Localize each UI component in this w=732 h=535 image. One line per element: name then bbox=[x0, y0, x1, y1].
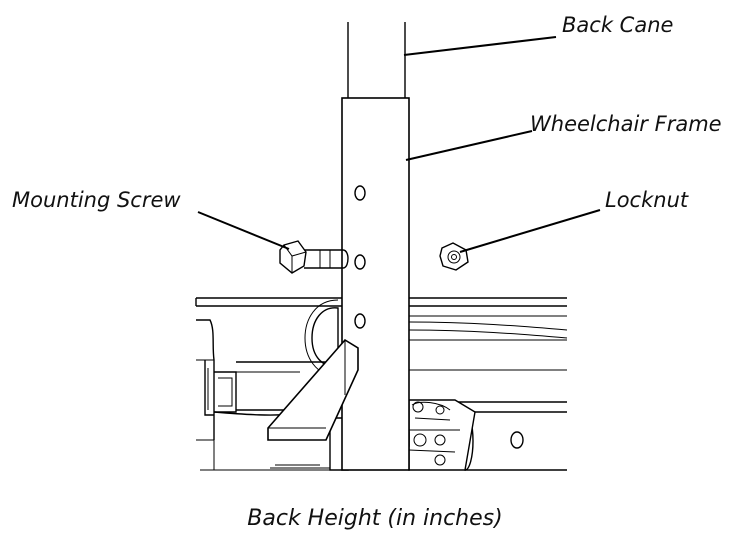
locknut bbox=[439, 242, 469, 271]
mounting-screw bbox=[279, 240, 349, 274]
wheelchair-frame-leader bbox=[405, 130, 533, 161]
back-cane-leader bbox=[403, 36, 557, 56]
lower-hole bbox=[354, 313, 366, 329]
locknut-leader bbox=[459, 209, 601, 253]
figure-caption: Back Height (in inches) bbox=[247, 506, 502, 531]
mounting-screw-label: Mounting Screw bbox=[12, 188, 181, 212]
middle-hole bbox=[354, 254, 366, 270]
frame-upright-tube bbox=[341, 97, 410, 471]
back-cane-label: Back Cane bbox=[562, 13, 673, 37]
mounting-screw-leader bbox=[197, 211, 290, 250]
upper-hole bbox=[354, 185, 366, 201]
wheelchair-frame-label: Wheelchair Frame bbox=[530, 112, 722, 136]
diagonal-brace bbox=[267, 338, 359, 441]
lower-right-tube bbox=[397, 399, 567, 471]
back-cane bbox=[347, 22, 406, 98]
locknut-label: Locknut bbox=[605, 188, 689, 212]
